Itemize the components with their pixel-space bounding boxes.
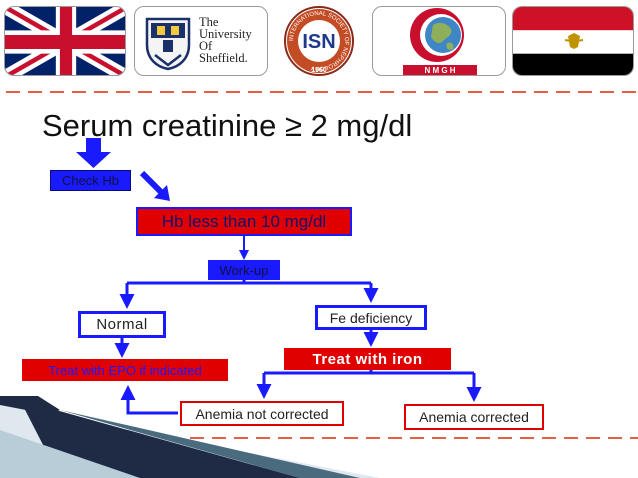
- check-hb-label: Check Hb: [61, 173, 120, 188]
- check-hb-box: Check Hb: [50, 170, 131, 191]
- treat-epo-label: Treat with EPO if indicated: [48, 362, 202, 378]
- anemia-not-corrected-label: Anemia not corrected: [195, 405, 329, 422]
- isn-year-text: 1960: [311, 67, 327, 74]
- treat-epo-box: Treat with EPO if indicated: [22, 359, 228, 381]
- sheffield-wordmark: The University Of Sheffield.: [199, 15, 252, 65]
- uk-flag-logo: [4, 6, 126, 76]
- normal-label: Normal: [96, 316, 148, 333]
- sheffield-line-2: University: [199, 27, 252, 41]
- egypt-flag-logo: [512, 6, 634, 76]
- treat-iron-box: Treat with iron: [284, 348, 451, 370]
- anemia-corrected-label: Anemia corrected: [419, 409, 529, 425]
- sheffield-line-3: Of: [199, 39, 213, 53]
- fe-deficiency-label: Fe deficiency: [329, 309, 413, 326]
- nmgh-logo: N M G H: [372, 6, 506, 76]
- sheffield-logo: The University Of Sheffield.: [134, 6, 268, 76]
- isn-seal-icon: INTERNATIONAL SOCIETY OF NEPHROLOGY ISN …: [284, 6, 354, 76]
- loop-back-line: [120, 385, 178, 415]
- sheffield-crest-icon: [145, 17, 191, 71]
- fe-deficiency-box: Fe deficiency: [315, 305, 427, 330]
- anemia-not-corrected-box: Anemia not corrected: [180, 401, 344, 426]
- sheffield-line-4: Sheffield.: [199, 51, 248, 65]
- sheffield-line-1: The: [199, 15, 219, 29]
- nmgh-label: N M G H: [424, 66, 455, 75]
- workup-box: Work-up: [208, 260, 280, 280]
- normal-box: Normal: [78, 311, 166, 338]
- uk-flag-icon: [5, 7, 125, 75]
- hb-less-label: Hb less than 10 mg/dl: [161, 211, 327, 231]
- nmgh-globe-icon: N M G H: [403, 8, 477, 75]
- treat-iron-label: Treat with iron: [312, 350, 423, 368]
- workup-label: Work-up: [219, 262, 269, 278]
- hb-less-box: Hb less than 10 mg/dl: [136, 207, 352, 236]
- diagonal-arrow-icon: [139, 170, 170, 201]
- isn-logo: INTERNATIONAL SOCIETY OF NEPHROLOGY ISN …: [272, 6, 366, 76]
- slide-title: Serum creatinine ≥ 2 mg/dl: [42, 108, 413, 143]
- anemia-corrected-box: Anemia corrected: [404, 404, 544, 430]
- egypt-flag-icon: [513, 7, 633, 75]
- isn-center-text: ISN: [302, 31, 335, 53]
